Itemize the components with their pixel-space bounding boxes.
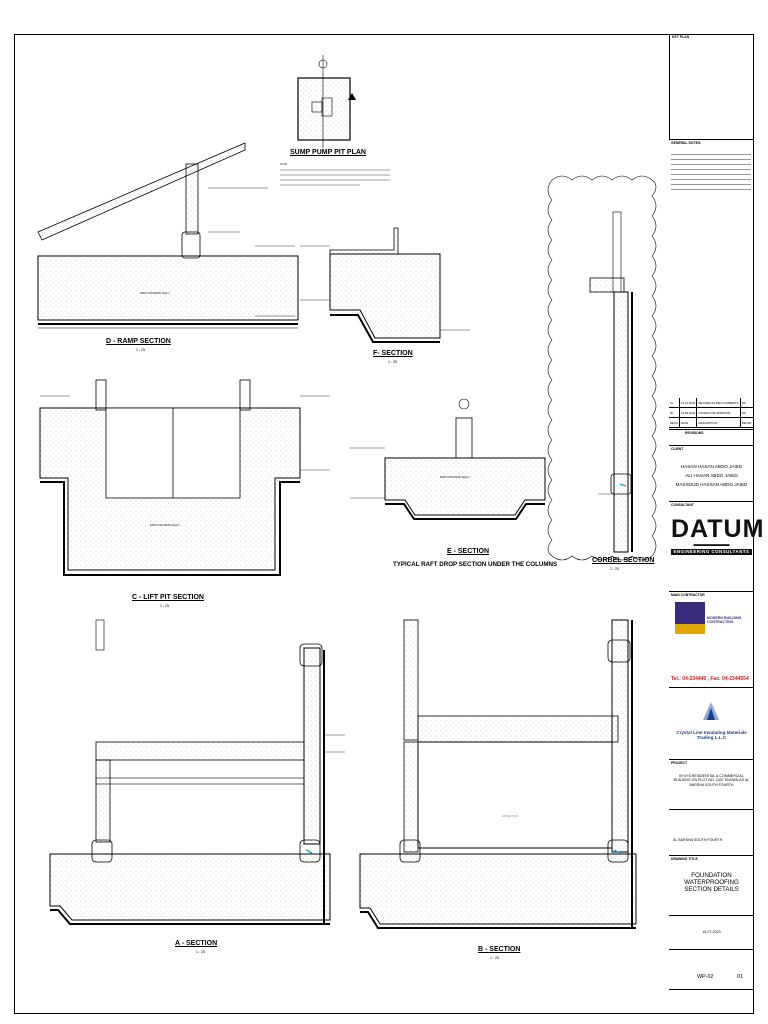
revisions-label: REVISIONS (685, 431, 704, 435)
drawing-number: WP-02 (697, 974, 714, 980)
location-name: AL BARSHA SOUTH FOURTH (673, 838, 723, 842)
sump-pit-plan (280, 55, 390, 186)
a-title: A - SECTION (175, 940, 218, 947)
datum-arabic-mark: ▬▬▬▬▬▬ (693, 542, 730, 548)
project-name: B+G+5 RESIDENTIAL & COMMERCIAL BUILDING … (673, 774, 750, 787)
drawing-sheet-border (14, 34, 754, 1014)
e-section (350, 398, 546, 520)
a-scale: 1 : 25 (196, 950, 205, 954)
f-section (300, 227, 470, 343)
f-title: F- SECTION (373, 350, 413, 357)
f-scale: 1 : 25 (388, 360, 397, 364)
b-scale: 1 : 25 (490, 956, 499, 960)
lift-title: C - LIFT PIT SECTION (132, 594, 204, 601)
consultant-cell: CONSULTANT DATUM ▬▬▬▬▬▬ ENGINEERING CONS… (669, 502, 765, 592)
location-cell: AL BARSHA SOUTH FOURTH (669, 810, 754, 856)
crystal-line-logo-icon (703, 702, 719, 720)
ramp-title: D - RAMP SECTION (106, 338, 171, 345)
ramp-section (37, 142, 299, 329)
general-notes-lines (671, 150, 751, 190)
drawing-title-label: DRAWING TITLE (671, 857, 698, 861)
sump-note-head: NOTE: (280, 163, 288, 166)
drawing-date: 15-07-2023 (702, 930, 721, 934)
b-title: B - SECTION (478, 946, 521, 953)
lift-scale: 1 : 25 (160, 604, 169, 608)
contractor-phone: Tel.: 04-234445 , Fax: 04-2344554 (671, 676, 749, 682)
lift-pit-section (39, 379, 330, 576)
e-subtitle: TYPICAL RAFT DROP SECTION UNDER THE COLU… (393, 561, 558, 568)
sump-title: SUMP PUMP PIT PLAN (290, 149, 366, 156)
corbel-scale: 1 : 25 (610, 567, 619, 571)
drawing-title-cell: DRAWING TITLE FOUNDATION WATERPROOFING S… (669, 856, 754, 916)
applicator-name: Crystal Line Insulating Materials Tradin… (676, 730, 747, 740)
b-section (359, 619, 637, 929)
applicator-cell: Crystal Line Insulating Materials Tradin… (669, 688, 754, 760)
date-cell: 15-07-2023 (669, 916, 754, 950)
revision-number: 01 (737, 974, 743, 980)
ramp-scale: 1 : 25 (136, 348, 145, 352)
lift-raft-label: EDM CONCRETE 3kg/m² (150, 524, 180, 527)
contractor-logo: MODERN BUILDING CONTRACTING (671, 596, 752, 666)
project-cell: PROJECT B+G+5 RESIDENTIAL & COMMERCIAL B… (669, 760, 754, 810)
client-1: HASAN HASAN ABDO JAIED (680, 464, 743, 469)
general-notes-cell: GENERAL NOTES: (669, 140, 754, 430)
project-label: PROJECT (671, 761, 688, 765)
corbel-section (547, 175, 657, 561)
client-label: CLIENT (671, 447, 684, 451)
contractor-name: MODERN BUILDING CONTRACTING (707, 616, 742, 625)
contractor-label: MAIN CONTRACTOR (671, 593, 705, 597)
e-title: E - SECTION (447, 548, 490, 555)
datum-logo: DATUM ▬▬▬▬▬▬ ENGINEERING CONSULTANTS (671, 515, 765, 555)
title-block: KEY PLAN GENERAL NOTES: 01 07-12-2023 RE… (669, 34, 765, 1014)
corbel-title: CORBEL SECTION (592, 557, 655, 564)
modern-building-logo (675, 602, 705, 634)
general-notes-label: GENERAL NOTES: (671, 141, 702, 145)
a-section (49, 619, 345, 925)
datum-wordmark: DATUM (671, 515, 765, 543)
e-raft-label: EDM CONCRETE 3kg/m² (440, 476, 470, 479)
drawing-title: FOUNDATION WATERPROOFING SECTION DETAILS (684, 872, 739, 894)
datum-subtitle: ENGINEERING CONSULTANTS (671, 549, 752, 555)
key-plan-cell: KEY PLAN (669, 34, 754, 140)
ramp-raft-label: EDM CONCRETE 3kg/m² (140, 292, 170, 295)
key-plan-label: KEY PLAN (672, 35, 690, 39)
table-row: REV.# DATE DESCRIPTION REV.BY (669, 417, 755, 428)
drawing-canvas (37, 55, 657, 929)
drawing-number-cell: WP-02 01 (669, 950, 754, 990)
table-row: 01 07-12-2023 REVISED AS PER COMMENTS BS (669, 398, 755, 408)
client-2: ALI HASAN ABDO JAIED (685, 473, 738, 478)
revisions-label-cell: REVISIONS (669, 426, 754, 446)
contractor-cell: MAIN CONTRACTOR MODERN BUILDING CONTRACT… (669, 592, 754, 688)
client-cell: CLIENT HASAN HASAN ABDO JAIED ALI HASAN … (669, 446, 754, 502)
b-inner-label: WATER TANK (502, 815, 519, 818)
client-3: MASSOUD HASSAN ABDO JAIED (675, 482, 748, 487)
table-row: 00 21-08-2023 ISSUED FOR APPROVAL BS (669, 407, 755, 418)
consultant-label: CONSULTANT (671, 503, 694, 507)
revisions-table: 01 07-12-2023 REVISED AS PER COMMENTS BS… (669, 398, 755, 428)
